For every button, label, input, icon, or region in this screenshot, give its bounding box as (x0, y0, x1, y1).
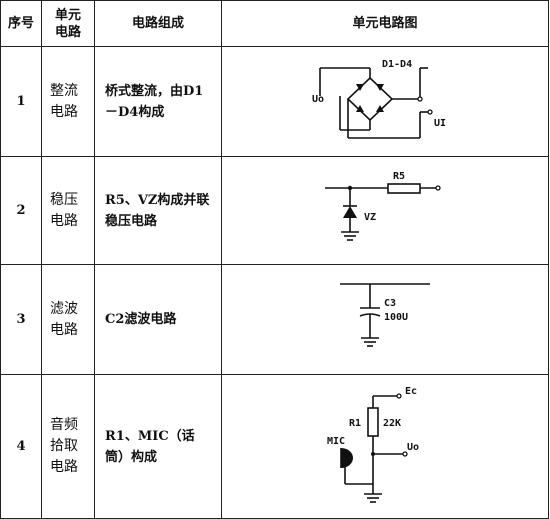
header-unit-line2: 电路 (54, 24, 81, 40)
label-ui: UI (434, 118, 446, 129)
table-row: 3 滤波 电路 C2滤波电路 C3 100U (0, 264, 549, 375)
unit-name: 整流 电路 (41, 46, 95, 157)
header-no: 序号 (0, 0, 42, 47)
unit-line: 电路 (50, 321, 78, 338)
label-22k: 22K (383, 418, 401, 429)
unit-name: 滤波 电路 (41, 264, 95, 375)
microphone-circuit-diagram: R1 22K MIC Ec Uo (327, 386, 419, 503)
composition: R1、MIC（话筒）构成 (94, 374, 222, 519)
row-number: 2 (0, 156, 42, 265)
label-r1: R1 (349, 418, 361, 429)
header-unit: 单元 电路 (41, 0, 95, 47)
table-row: 2 稳压 电路 R5、VZ构成并联稳压电路 (0, 156, 549, 265)
label-mic: MIC (327, 436, 345, 447)
header-unit-line1: 单元 (54, 7, 81, 23)
zener-regulator-diagram: R5 VZ (325, 171, 441, 241)
row-number: 4 (0, 374, 42, 519)
diagram-cell: C3 100U (221, 264, 549, 375)
header-composition: 电路组成 (94, 0, 222, 47)
label-c3: C3 (384, 298, 396, 309)
table-row: 1 整流 电路 桥式整流，由D1－D4构成 (0, 46, 549, 157)
diagram-cell: R5 VZ (221, 156, 549, 265)
unit-name: 稳压 电路 (41, 156, 95, 265)
unit-line: 滤波 (50, 300, 78, 317)
label-uo: Uo (407, 442, 419, 453)
unit-line: 电路 (50, 212, 78, 229)
diagram-cell: D1-D4 Uo UI (221, 46, 549, 157)
header-row: 序号 单元 电路 电路组成 单元电路图 (0, 0, 549, 47)
composition: 桥式整流，由D1－D4构成 (94, 46, 222, 157)
row-number: 1 (0, 46, 42, 157)
composition: C2滤波电路 (94, 264, 222, 375)
unit-line: 电路 (50, 459, 78, 475)
label-r5: R5 (393, 171, 405, 182)
label-uo: Uo (312, 94, 324, 105)
unit-line: 音频 (50, 417, 78, 433)
unit-line: 整流 (50, 82, 78, 99)
bridge-rectifier-diagram: D1-D4 Uo UI (312, 59, 446, 139)
label-ec: Ec (405, 386, 417, 397)
table-row: 4 音频 拾取 电路 R1、MIC（话筒）构成 (0, 374, 549, 519)
unit-line: 拾取 (50, 438, 78, 454)
unit-line: 电路 (50, 103, 78, 120)
unit-line: 稳压 (50, 191, 78, 208)
label-d1-d4: D1-D4 (382, 59, 412, 70)
row-number: 3 (0, 264, 42, 375)
diagram-cell: R1 22K MIC Ec Uo (221, 374, 549, 519)
filter-capacitor-diagram: C3 100U (340, 282, 430, 347)
label-100u: 100U (384, 312, 408, 323)
header-diagram: 单元电路图 (221, 0, 549, 47)
unit-name: 音频 拾取 电路 (41, 374, 95, 519)
label-vz: VZ (364, 212, 376, 223)
composition: R5、VZ构成并联稳压电路 (94, 156, 222, 265)
